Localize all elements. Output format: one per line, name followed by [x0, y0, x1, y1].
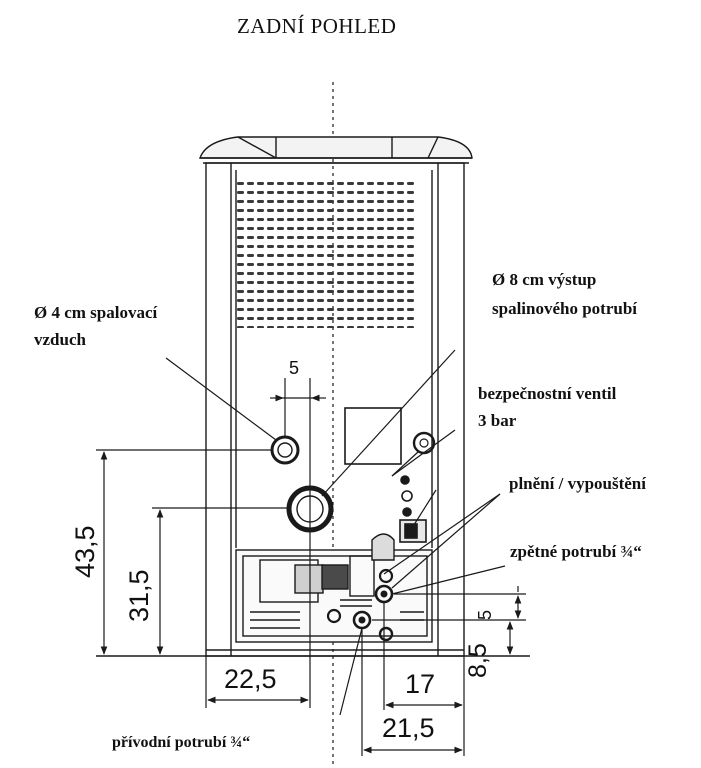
- dim-width-supply: 21,5: [382, 713, 435, 743]
- combustion-air-inlet: [270, 435, 300, 465]
- label-flue-outlet-1: Ø 8 cm výstup: [492, 270, 597, 289]
- ventilation-grille: [236, 180, 414, 328]
- dim-height-air-lines: [96, 449, 272, 655]
- label-fill-drain: plnění / vypouštění: [509, 474, 646, 493]
- dim-width-flue-lines: [205, 378, 311, 708]
- label-supply-pipe: přívodní potrubí ¾“: [112, 734, 251, 751]
- label-flue-outlet-2: spalinového potrubí: [492, 299, 638, 318]
- label-combustion-air-2: vzduch: [34, 330, 86, 349]
- dim-height-pipes-lines: [372, 586, 526, 655]
- dim-offset-air-lines: [270, 378, 326, 436]
- label-return-pipe: zpětné potrubí ¾“: [510, 542, 642, 561]
- dim-offset-air: 5: [289, 358, 300, 378]
- dim-height-flue: 31,5: [124, 569, 154, 622]
- dim-width-return: 17: [405, 669, 436, 699]
- pressure-gauge: [412, 431, 436, 455]
- label-combustion-air-1: Ø 4 cm spalovací: [34, 303, 158, 322]
- leader-lines: [165, 349, 506, 716]
- dim-height-air: 43,5: [70, 525, 100, 578]
- inspection-panel: [344, 407, 402, 465]
- label-safety-valve-2: 3 bar: [478, 411, 517, 430]
- hydraulic-module: [235, 533, 433, 643]
- rear-fittings: [399, 475, 427, 543]
- dim-width-flue: 22,5: [224, 664, 277, 694]
- drain-connection: [326, 568, 394, 642]
- drawing-title: ZADNÍ POHLED: [237, 14, 397, 38]
- dim-height-return: 5: [475, 609, 495, 620]
- label-safety-valve-1: bezpečnostní ventil: [478, 384, 617, 403]
- dim-height-flue-lines: [152, 507, 290, 655]
- dim-height-supply: 8,5: [464, 643, 492, 678]
- stove-top-cap: [199, 136, 473, 164]
